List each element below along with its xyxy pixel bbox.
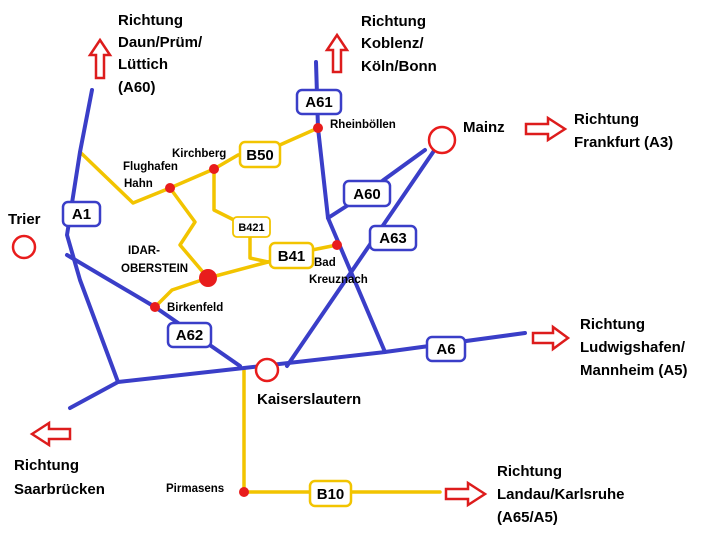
label-bad: Bad bbox=[314, 257, 336, 269]
label-trier: Trier bbox=[8, 211, 41, 228]
direction-ludwigshafen: Richtung Ludwigshafen/ Mannheim (A5) bbox=[580, 316, 688, 379]
shield-b41: B41 bbox=[268, 241, 315, 270]
direction-frankfurt: Richtung Frankfurt (A3) bbox=[574, 111, 673, 151]
marker-trier bbox=[11, 234, 37, 260]
svg-text:Saarbrücken: Saarbrücken bbox=[14, 481, 105, 498]
road-b270 bbox=[242, 368, 442, 494]
shield-a61: A61 bbox=[295, 88, 343, 116]
city-markers bbox=[11, 123, 457, 497]
label-rheinboellen: Rheinböllen bbox=[330, 119, 396, 131]
svg-text:Frankfurt (A3): Frankfurt (A3) bbox=[574, 134, 673, 151]
svg-text:A1: A1 bbox=[72, 206, 91, 223]
shield-a1: A1 bbox=[61, 200, 102, 228]
svg-text:B10: B10 bbox=[317, 486, 345, 503]
label-hahn: Hahn bbox=[124, 178, 153, 190]
svg-text:Richtung: Richtung bbox=[361, 13, 426, 30]
svg-text:(A65/A5): (A65/A5) bbox=[497, 509, 558, 526]
arrow-right-landau-icon bbox=[444, 480, 488, 508]
arrow-left-saarbruecken-icon bbox=[29, 420, 72, 448]
svg-text:B421: B421 bbox=[238, 222, 264, 234]
road-b421 bbox=[212, 167, 270, 264]
shield-a63: A63 bbox=[368, 224, 418, 252]
road-idar-hahn bbox=[168, 186, 210, 280]
svg-text:Lüttich: Lüttich bbox=[118, 56, 168, 73]
svg-text:Richtung: Richtung bbox=[14, 457, 79, 474]
arrow-right-frankfurt-icon bbox=[524, 115, 568, 143]
svg-text:Richtung: Richtung bbox=[580, 316, 645, 333]
label-kirchberg: Kirchberg bbox=[172, 148, 226, 160]
road-b50 bbox=[78, 126, 320, 205]
marker-flughafen-hahn bbox=[165, 183, 175, 193]
svg-text:Mannheim (A5): Mannheim (A5) bbox=[580, 362, 688, 379]
label-birkenfeld: Birkenfeld bbox=[167, 302, 223, 314]
label-flughafen: Flughafen bbox=[123, 161, 178, 173]
label-kreuznach: Kreuznach bbox=[309, 274, 368, 286]
shield-b50: B50 bbox=[238, 140, 282, 169]
label-oberstein: OBERSTEIN bbox=[121, 263, 188, 275]
svg-text:A63: A63 bbox=[379, 230, 407, 247]
svg-text:Richtung: Richtung bbox=[118, 12, 183, 29]
shield-a6: A6 bbox=[425, 335, 467, 363]
marker-bad-kreuznach bbox=[332, 240, 342, 250]
svg-text:Daun/Prüm/: Daun/Prüm/ bbox=[118, 34, 203, 51]
svg-text:A60: A60 bbox=[353, 186, 381, 203]
svg-text:Richtung: Richtung bbox=[497, 463, 562, 480]
label-kaiserslautern: Kaiserslautern bbox=[257, 391, 361, 408]
road-a63 bbox=[285, 140, 442, 368]
marker-birkenfeld bbox=[150, 302, 160, 312]
arrow-right-ludwigshafen-icon bbox=[531, 324, 571, 352]
label-idar: IDAR- bbox=[128, 245, 160, 257]
direction-koblenz: Richtung Koblenz/ Köln/Bonn bbox=[361, 13, 437, 75]
svg-text:Richtung: Richtung bbox=[574, 111, 639, 128]
label-mainz: Mainz bbox=[463, 119, 505, 136]
marker-mainz bbox=[427, 125, 457, 155]
arrow-up-daun-icon bbox=[87, 37, 113, 80]
svg-text:Ludwigshafen/: Ludwigshafen/ bbox=[580, 339, 686, 356]
svg-text:A62: A62 bbox=[176, 327, 204, 344]
svg-text:Koblenz/: Koblenz/ bbox=[361, 35, 424, 52]
marker-pirmasens bbox=[239, 487, 249, 497]
marker-rheinboellen bbox=[313, 123, 323, 133]
label-pirmasens: Pirmasens bbox=[166, 483, 224, 495]
marker-idar-oberstein bbox=[199, 269, 217, 287]
shield-b10: B10 bbox=[308, 479, 353, 508]
shield-a62: A62 bbox=[166, 321, 213, 349]
marker-kirchberg bbox=[209, 164, 219, 174]
direction-landau: Richtung Landau/Karlsruhe (A65/A5) bbox=[497, 463, 625, 526]
road-b41 bbox=[153, 243, 339, 309]
svg-text:A61: A61 bbox=[305, 94, 333, 111]
svg-text:Landau/Karlsruhe: Landau/Karlsruhe bbox=[497, 486, 625, 503]
direction-saarbruecken: Richtung Saarbrücken bbox=[14, 457, 105, 498]
arrow-up-koblenz-icon bbox=[324, 32, 350, 74]
shield-a60: A60 bbox=[342, 179, 392, 208]
svg-text:B41: B41 bbox=[278, 248, 306, 265]
road-a1 bbox=[65, 88, 120, 410]
svg-text:Köln/Bonn: Köln/Bonn bbox=[361, 58, 437, 75]
svg-text:(A60): (A60) bbox=[118, 79, 156, 96]
shield-b421: B421 bbox=[232, 216, 271, 238]
marker-kaiserslautern bbox=[254, 357, 280, 383]
svg-text:B50: B50 bbox=[246, 147, 274, 164]
svg-text:A6: A6 bbox=[436, 341, 455, 358]
direction-daun: Richtung Daun/Prüm/ Lüttich (A60) bbox=[118, 12, 203, 96]
